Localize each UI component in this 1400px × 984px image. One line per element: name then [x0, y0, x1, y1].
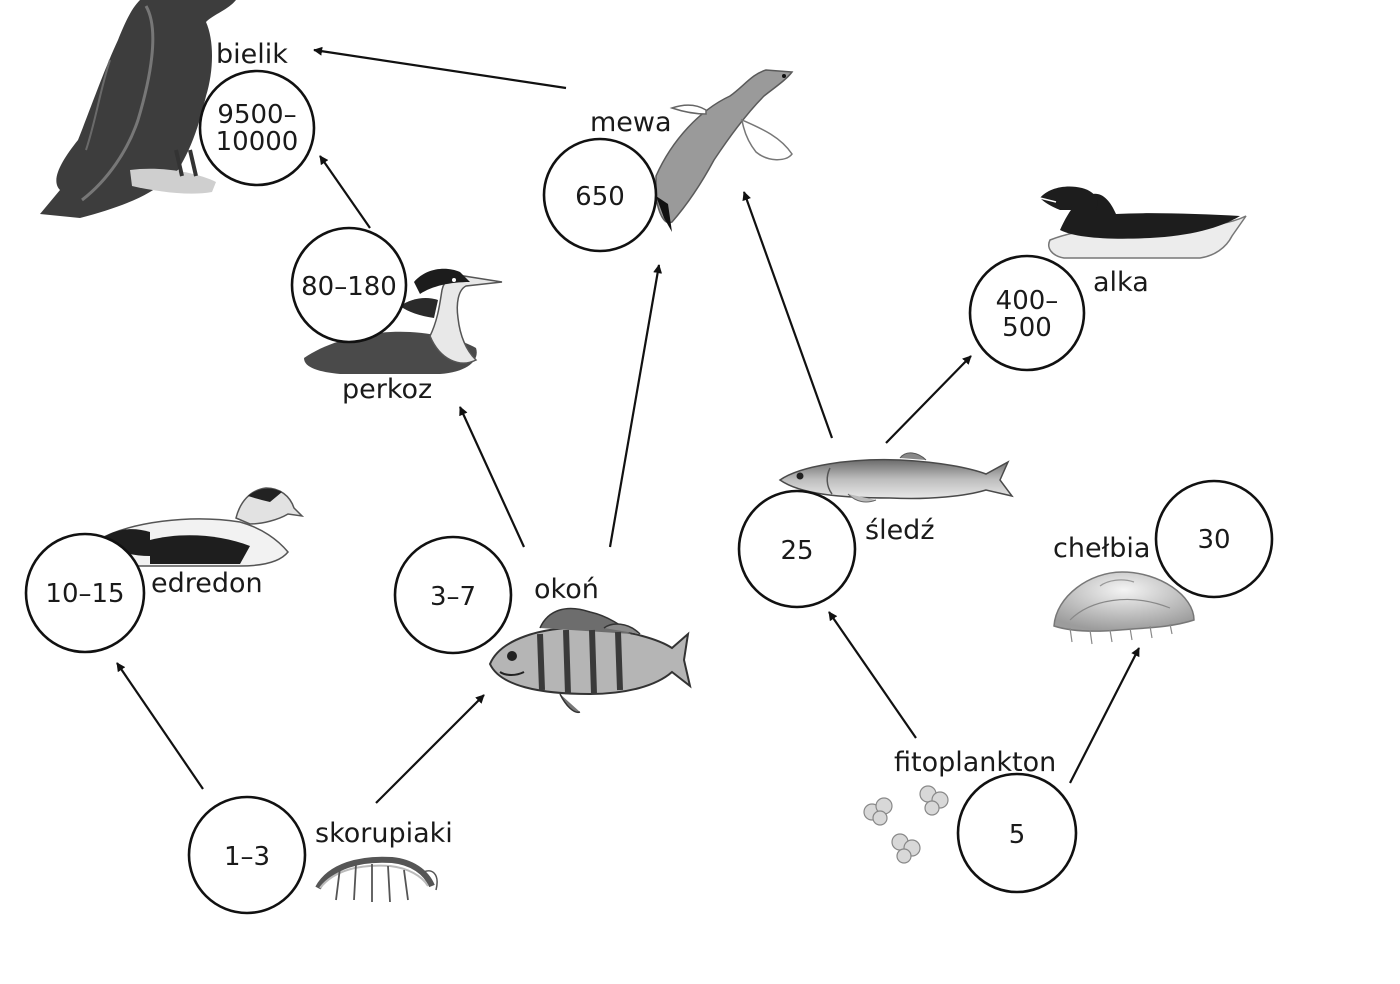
arrow-okon-to-mewa: [608, 264, 663, 548]
value-text: 25: [780, 536, 813, 566]
value-line-2: 10000: [216, 127, 299, 157]
value-text: 30: [1197, 525, 1230, 555]
organism-label: edredon: [151, 568, 263, 599]
value-circle: [1154, 479, 1274, 599]
shrimp-icon: [315, 856, 438, 903]
eider-icon: [97, 487, 305, 567]
value-text: 10–15: [45, 579, 124, 609]
arrow-okon-to-perkoz: [458, 406, 526, 548]
value-text: 1–3: [224, 842, 270, 872]
value-circle: [290, 226, 408, 344]
arrow-skorupiaki-to-edredon: [116, 662, 204, 790]
value-circle: [393, 535, 513, 655]
value-circle: [24, 532, 146, 654]
node-skorupiaki: 1–3 skorupiaki: [187, 795, 453, 915]
perch-icon: [488, 607, 692, 714]
value-text: 3–7: [430, 582, 476, 612]
node-bielik: 9500– 10000 bielik: [198, 39, 316, 187]
arrow-fitoplankton-to-chelbia: [1069, 647, 1140, 784]
arrow-skorupiaki-to-okon: [375, 694, 485, 804]
edges: [116, 46, 1140, 804]
organism-label: śledź: [865, 515, 935, 546]
value-text: 400–: [996, 286, 1059, 316]
grebe-icon: [304, 268, 503, 374]
value-text: 9500–: [217, 100, 296, 130]
node-alka: 400– 500 alka: [968, 254, 1149, 372]
node-chelbia: 30 chełbia: [1053, 479, 1274, 599]
value-circle: [187, 795, 307, 915]
organism-label: chełbia: [1053, 533, 1150, 564]
value-circle: [737, 489, 857, 609]
organism-label: mewa: [590, 107, 672, 138]
node-mewa: 650 mewa: [542, 107, 672, 253]
arrow-mewa-to-bielik: [313, 46, 567, 90]
node-okon: 3–7 okoń: [393, 535, 599, 655]
organism-label: skorupiaki: [315, 818, 453, 849]
value-text: 650: [575, 182, 625, 212]
value-circle: [542, 137, 658, 253]
organism-label: bielik: [216, 39, 288, 70]
arrow-sledz-to-alka: [885, 355, 972, 444]
value-circle: [198, 69, 316, 187]
value-line-1: 9500–: [217, 100, 296, 130]
value-text-2: 10000: [216, 127, 299, 157]
arrow-fitoplankton-to-sledz: [828, 611, 917, 739]
arrow-perkoz-to-bielik: [319, 155, 371, 229]
value-text-2: 500: [1002, 313, 1052, 343]
value-circle: [956, 772, 1078, 894]
node-fitoplankton: 5 fitoplankton: [894, 747, 1078, 894]
gull-icon: [655, 69, 794, 232]
eagle-icon: [40, 0, 236, 218]
value-circle: [968, 254, 1086, 372]
jellyfish-icon: [1053, 571, 1195, 645]
phytoplankton-icon: [863, 785, 949, 864]
node-sledz: 25 śledź: [737, 489, 935, 609]
organism-label: fitoplankton: [894, 747, 1056, 778]
node-perkoz: 80–180 perkoz: [290, 226, 432, 405]
value-text: 80–180: [301, 272, 397, 302]
value-text: 5: [1009, 820, 1026, 850]
node-edredon: 10–15 edredon: [24, 532, 263, 654]
organism-label: perkoz: [342, 374, 432, 405]
organism-label: alka: [1093, 267, 1149, 298]
razorbill-icon: [1039, 186, 1247, 259]
organism-label: okoń: [534, 574, 599, 605]
arrow-sledz-to-mewa: [742, 191, 834, 439]
herring-icon: [778, 452, 1014, 503]
